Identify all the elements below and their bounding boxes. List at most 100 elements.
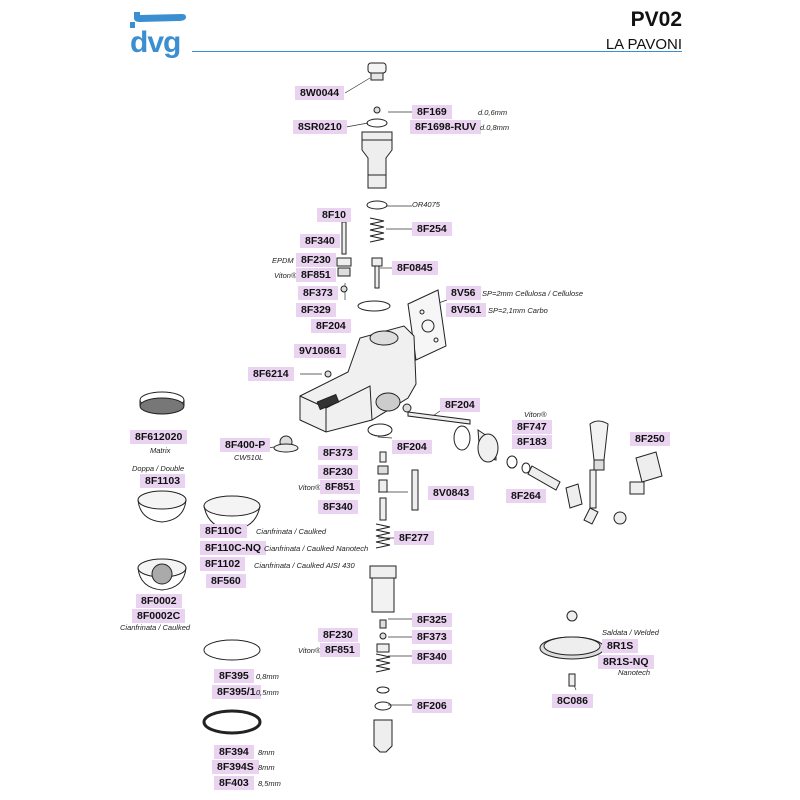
part-label: 8F325 xyxy=(412,613,452,627)
part-label: 8F204 xyxy=(311,319,351,333)
part-label: 8F1103 xyxy=(140,474,186,488)
part-label: 8F0002C xyxy=(132,609,186,623)
screen-8F612020 xyxy=(139,391,185,415)
part-label: 8F204 xyxy=(392,440,432,454)
filter-8F0002 xyxy=(137,558,187,591)
brand-title: LA PAVONI xyxy=(605,36,682,53)
part-note: SP=2,1mm Carbo xyxy=(488,306,548,315)
shower-screen-8R1S xyxy=(539,610,605,687)
part-note: 8mm xyxy=(258,748,275,757)
part-label: 8F851 xyxy=(320,643,360,657)
part-label: 8F254 xyxy=(412,222,452,236)
part-below: Nanotech xyxy=(618,668,651,677)
part-label: 8F612020 xyxy=(130,430,188,444)
part-prefix: EPDM xyxy=(272,256,294,265)
cylinder-sleeve xyxy=(369,565,397,613)
part-label: 8F403 xyxy=(214,776,254,790)
part-label: 8F400-P xyxy=(220,438,271,452)
part-label: 8F395 xyxy=(214,669,254,683)
part-above: Viton® xyxy=(524,410,547,419)
part-label: 8F373 xyxy=(298,286,338,300)
oring-OR4075 xyxy=(366,200,388,210)
part-prefix: Viton® xyxy=(274,271,297,280)
part-label: 8F277 xyxy=(394,531,434,545)
gasket-8F395 xyxy=(203,639,261,661)
valve-seat-8F230 xyxy=(336,257,352,277)
part-label: 8F10 xyxy=(317,208,351,222)
part-label: 8F373 xyxy=(412,630,452,644)
steam-knob-8F747 xyxy=(589,420,609,471)
part-label: 8F230 xyxy=(296,253,336,267)
screw-8F6214 xyxy=(324,370,332,378)
valve-switch-8F250 xyxy=(613,451,663,525)
part-label: 8SR0210 xyxy=(293,120,347,134)
gasket-8F204-bottom xyxy=(367,423,393,437)
part-below: Matrix xyxy=(150,446,171,455)
part-label: 8R1S-NQ xyxy=(598,655,654,669)
pin-8F10 xyxy=(341,221,347,255)
part-label: 8F110C-NQ xyxy=(200,541,267,555)
part-label: 8F110C xyxy=(200,524,247,538)
model-title: PV02 xyxy=(630,8,682,31)
part-label: 8F373 xyxy=(318,446,358,460)
double-filter-8F1103 xyxy=(137,490,187,523)
part-label: 8R1S xyxy=(602,639,639,653)
part-label: 8F206 xyxy=(412,699,452,713)
part-label: 8V561 xyxy=(446,303,487,317)
tamper-8F400-P xyxy=(273,435,299,453)
part-label: 8F1102 xyxy=(200,557,246,571)
lower-valve-parts xyxy=(373,619,393,753)
part-label: 8F395/1 xyxy=(212,685,261,699)
part-label: 8F183 xyxy=(512,435,552,449)
logo-text: dvg xyxy=(130,26,181,59)
group-head-body xyxy=(299,325,417,433)
gasket-8F204-top xyxy=(357,300,391,312)
spring-8F254 xyxy=(369,217,385,243)
part-label: 8F340 xyxy=(318,500,358,514)
part-note: 8,5mm xyxy=(258,779,281,788)
part-label: 8F230 xyxy=(318,628,358,642)
part-label: 8F169 xyxy=(412,105,452,119)
part-note: d.0,8mm xyxy=(480,123,510,132)
plunger-8F0845 xyxy=(371,257,383,289)
steam-valve-assembly xyxy=(407,411,599,525)
part-label: 8F329 xyxy=(296,303,336,317)
part-label: 9V10861 xyxy=(294,344,347,358)
part-label: 8F264 xyxy=(506,489,546,503)
part-label: 8V0843 xyxy=(428,486,475,500)
callout-text: OR4075 xyxy=(412,200,440,209)
part-label: 8F204 xyxy=(440,398,480,412)
part-note: Cianfrinata / Caulked xyxy=(256,527,327,536)
part-label: 8F394S xyxy=(212,760,259,774)
header-rule xyxy=(192,51,682,52)
pin-8V0843 xyxy=(411,469,419,511)
part-above: Saldata / Welded xyxy=(602,628,659,637)
part-above: Doppa / Double xyxy=(132,464,185,473)
part-label: 8F0002 xyxy=(136,594,182,608)
part-label: 8F250 xyxy=(630,432,670,446)
part-label: 8F340 xyxy=(412,650,452,664)
part-note: d.0,6mm xyxy=(478,108,508,117)
part-prefix: Viton® xyxy=(298,483,321,492)
part-note: Cianfrinata / Caulked AISI 430 xyxy=(254,561,355,570)
seal-8SR0210 xyxy=(366,118,388,128)
part-label: 8C086 xyxy=(552,694,593,708)
part-label: 8F1698-RUV xyxy=(410,120,482,134)
part-note: 0,8mm xyxy=(256,672,279,681)
part-label: 8F394 xyxy=(214,745,254,759)
part-note: 8mm xyxy=(258,763,275,772)
part-prefix: Viton® xyxy=(298,646,321,655)
part-label: 8F851 xyxy=(320,480,360,494)
dvg-logo-icon xyxy=(130,12,186,28)
part-note: 0,5mm xyxy=(256,688,279,697)
part-note: SP=2mm Cellulosa / Cellulose xyxy=(482,289,584,298)
part-label: 8F230 xyxy=(318,465,358,479)
part-label: 8F560 xyxy=(206,574,246,588)
part-note: Cianfrinata / Caulked Nanotech xyxy=(264,544,369,553)
lower-valve-column xyxy=(375,451,391,549)
part-label: 8F6214 xyxy=(248,367,294,381)
ball-8F373 xyxy=(340,285,348,293)
part-below: Cianfrinata / Caulked xyxy=(120,623,191,632)
